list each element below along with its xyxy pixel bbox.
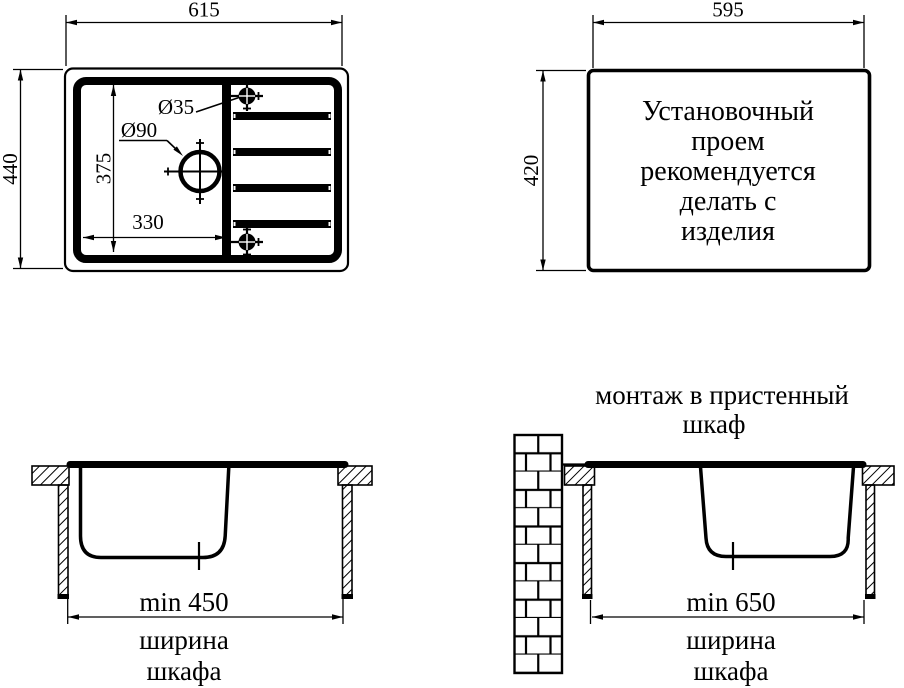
dim-595 (592, 15, 865, 68)
cutout-note-line: изделия (681, 216, 775, 247)
dim-615 (65, 15, 343, 66)
cutout-note-line: рекомендуется (640, 156, 816, 187)
cabinet-wall-right (341, 484, 353, 597)
dim-arrow (853, 19, 864, 26)
cabinet-rail-left (563, 465, 596, 486)
dim-arrow (110, 85, 117, 96)
cabinet-width-caption: ширина (686, 625, 776, 655)
top-view: 615 440 375 330 Ø35 Ø90 (0, 0, 350, 273)
drainboard-rib (233, 184, 331, 192)
dim-arrow (17, 69, 24, 81)
cutout-rect (586, 68, 872, 273)
drain-hole-leader (119, 139, 183, 156)
drain-hole-mark (164, 139, 229, 204)
dim-min-450 (67, 598, 344, 624)
cabinet-rail-left (31, 465, 70, 486)
cutout-note: Установочный проем рекомендуется делать … (640, 96, 816, 247)
drainboard-rib (233, 220, 331, 228)
cabinet-wall-left (57, 484, 69, 597)
cutout-width-label: 595 (712, 0, 744, 22)
bowl-profile (698, 466, 856, 559)
cabinet-wall-left (582, 484, 593, 597)
cabinet-width-caption: шкафа (147, 656, 222, 686)
faucet-hole-leader (195, 96, 240, 113)
section-title: шкаф (683, 409, 746, 439)
min-width-label: min 450 (139, 587, 228, 617)
dim-arrow (17, 257, 24, 269)
cabinet-rail-right (861, 465, 895, 486)
faucet-hole-mark-top (231, 81, 263, 111)
cutout-note-line: делать с (680, 186, 777, 217)
dim-arrow (540, 70, 546, 82)
cabinet-wall-left-foot (57, 594, 69, 599)
dim-arrow (853, 614, 864, 620)
dim-arrow (540, 259, 546, 271)
dim-arrow (66, 19, 77, 26)
dim-min-650 (589, 600, 865, 624)
cabinet-rail-right (337, 465, 373, 486)
cutout-note-line: Установочный (642, 96, 814, 127)
cabinet-wall-left-foot (582, 594, 593, 599)
section-wall-cabinet: монтаж в пристенный шкаф min 650 ширина … (513, 380, 895, 686)
faucet-hole-mark-bottom (231, 227, 263, 257)
bowl-depth-label: 375 (92, 153, 116, 185)
overall-width-label: 615 (188, 0, 220, 22)
dim-arrow (332, 614, 343, 620)
overall-height-label: 440 (0, 153, 22, 185)
cabinet-width-caption: ширина (139, 625, 229, 655)
cutout-height-label: 420 (519, 155, 543, 187)
brick-wall (513, 433, 564, 675)
cabinet-wall-right (865, 484, 876, 597)
drain-hole-label: Ø90 (121, 118, 157, 142)
sink-bowl-rim (73, 77, 342, 263)
sink-outer-edge (63, 67, 350, 273)
cabinet-wall-right-foot (865, 594, 876, 599)
dim-arrow (593, 19, 604, 26)
drainboard-ribs (233, 112, 331, 228)
bowl-profile (78, 466, 231, 560)
bowl-width-label: 330 (132, 210, 164, 234)
faucet-hole-label: Ø35 (158, 95, 194, 119)
drainboard-rib (233, 148, 331, 156)
cabinet-wall-right-foot (341, 594, 353, 599)
section-standard-cabinet: min 450 ширина шкафа (31, 461, 373, 686)
dim-arrow (110, 241, 117, 252)
leader-arrowhead (173, 146, 183, 156)
drainboard-rib (233, 112, 331, 120)
dim-420 (536, 69, 586, 272)
cutout-note-line: проем (691, 126, 765, 157)
dim-375 (110, 85, 117, 252)
dim-arrow (592, 614, 603, 620)
rib-end-notches (233, 114, 331, 226)
min-width-label: min 650 (686, 587, 775, 617)
dim-arrow (331, 19, 342, 26)
cabinet-width-caption: шкафа (694, 656, 769, 686)
dim-arrow (68, 614, 79, 620)
section-title: монтаж в пристенный (595, 380, 849, 410)
dim-arrow (83, 234, 94, 241)
dim-440 (13, 68, 63, 270)
dim-330 (83, 234, 226, 241)
dim-arrow (215, 234, 226, 241)
cutout-view: 595 420 Установочный проем рекомендуется… (519, 0, 872, 273)
